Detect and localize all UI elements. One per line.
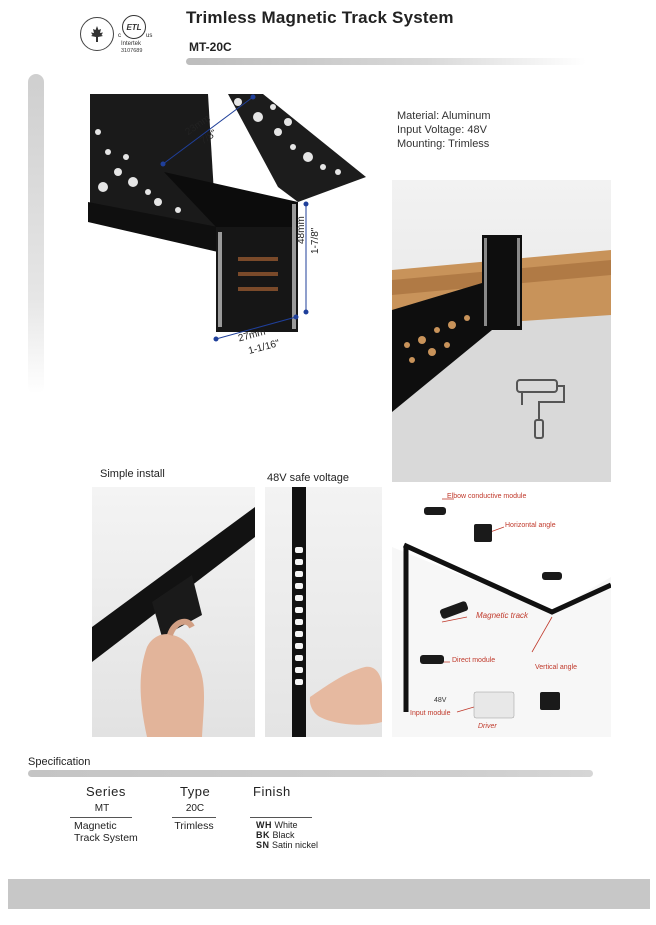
- finish-item-white: WH White: [256, 820, 298, 830]
- maple-leaf-icon: [91, 26, 103, 42]
- cert-c-label: c: [118, 33, 121, 39]
- spec-mounting: Mounting: Trimless: [397, 138, 490, 150]
- finish-header: Finish: [253, 784, 291, 799]
- etl-cert-logo: ETL c us Intertek 3107689: [118, 15, 152, 55]
- paint-roller-icon: [516, 379, 565, 439]
- series-code: MT: [94, 803, 110, 814]
- type-desc: Trimless: [174, 820, 214, 832]
- type-header: Type: [180, 784, 211, 799]
- footer-band: [8, 879, 650, 909]
- cert-us-label: us: [146, 33, 153, 39]
- label-input-module: Input module: [410, 710, 451, 717]
- installed-ceiling-image: [392, 180, 611, 482]
- simple-install-image: [92, 487, 255, 737]
- label-48v: 48V: [434, 697, 447, 704]
- specification-heading: Specification: [28, 756, 91, 768]
- finish-item-satin-nickel: SN Satin nickel: [256, 840, 319, 850]
- label-vertical-angle: Vertical angle: [535, 664, 578, 671]
- intertek-label: Intertek: [121, 41, 142, 47]
- finish-list: WH White BK Black SN Satin nickel: [256, 820, 318, 850]
- cert-number: 3107689: [121, 48, 143, 54]
- finish-underline: [250, 817, 312, 818]
- track-profile-image: 23mm 7/8" 48mm 1-7/8" 27mm 1-1/16": [88, 92, 378, 364]
- label-direct-module: Direct module: [452, 657, 496, 664]
- side-decor-bar: [28, 74, 44, 394]
- label-elbow-module: Elbow conductive module: [447, 493, 527, 500]
- model-number: MT-20C: [189, 40, 232, 54]
- safe-voltage-image: [265, 487, 382, 737]
- system-diagram: Elbow conductive module Horizontal angle…: [392, 487, 611, 737]
- dim-side-mm: 48mm: [296, 216, 307, 244]
- spec-material: Material: Aluminum: [397, 110, 491, 122]
- specs-block: Material: Aluminum Input Voltage: 48V Mo…: [397, 109, 491, 151]
- label-driver: Driver: [478, 723, 497, 730]
- label-magnetic-track: Magnetic track: [476, 611, 529, 620]
- finish-item-black: BK Black: [256, 830, 295, 840]
- spec-voltage: Input Voltage: 48V: [397, 124, 487, 136]
- series-header: Series: [86, 784, 126, 799]
- specification-divider: [28, 770, 593, 777]
- canada-cert-logo: [80, 17, 114, 51]
- page-title: Trimless Magnetic Track System: [186, 8, 454, 27]
- caption-simple-install: Simple install: [100, 468, 165, 480]
- type-underline: [172, 817, 216, 818]
- caption-safe-voltage: 48V safe voltage: [267, 472, 349, 484]
- etl-label: ETL: [126, 22, 142, 32]
- label-horizontal-angle: Horizontal angle: [505, 522, 556, 529]
- header-divider: [186, 58, 586, 65]
- dim-side-in: 1-7/8": [310, 227, 321, 254]
- series-underline: [70, 817, 132, 818]
- type-code: 20C: [185, 803, 205, 814]
